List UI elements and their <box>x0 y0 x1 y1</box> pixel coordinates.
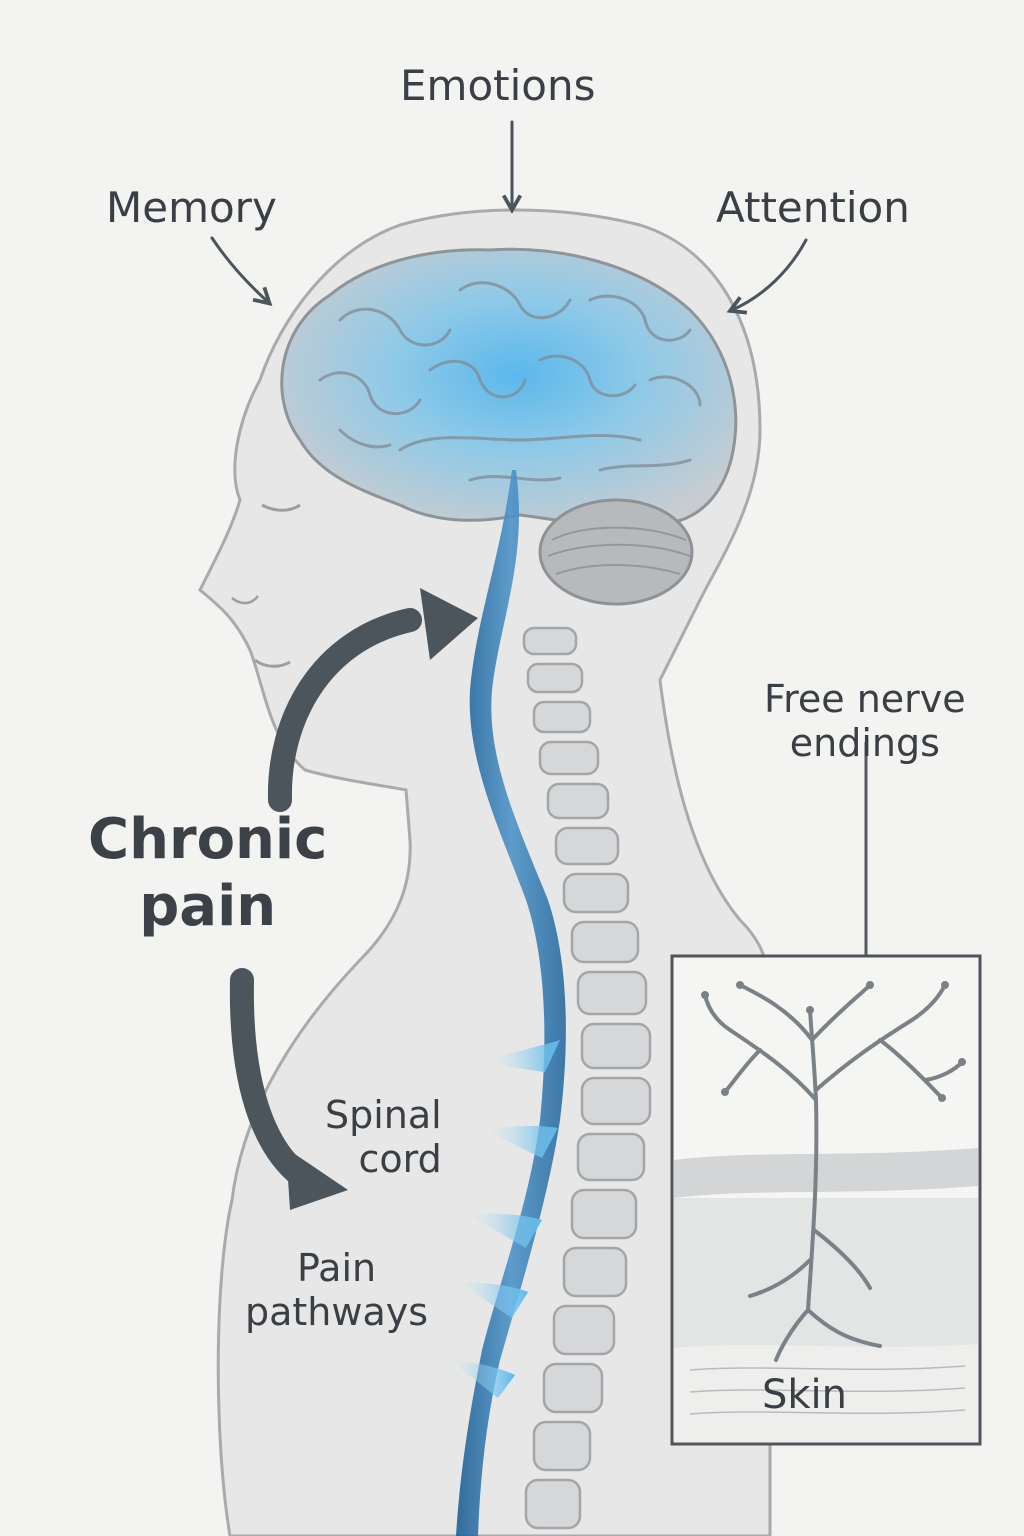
free-nerve-endings-line-2: endings <box>789 720 940 765</box>
attention-arrow <box>726 238 808 315</box>
spinal-cord-line-2: cord <box>358 1136 442 1181</box>
chronic-pain-label: Chronic pain <box>88 806 327 940</box>
pain-pathways-line-2: pathways <box>245 1289 429 1334</box>
skin-label: Skin <box>762 1372 848 1418</box>
cerebellum <box>538 498 694 606</box>
nerve-tree <box>703 983 964 1362</box>
face-nostril <box>231 595 259 605</box>
free-nerve-endings-line-1: Free nerve <box>764 677 966 721</box>
chronic-pain-line-2: pain <box>139 874 277 940</box>
chronic-pain-line-1: Chronic <box>88 807 328 872</box>
brain <box>280 247 738 528</box>
memory-label: Memory <box>106 183 277 232</box>
chronic-pain-downward-arrowhead <box>286 1148 348 1210</box>
skin-inset <box>670 954 982 1446</box>
spinal-cord-graphic <box>456 470 566 1536</box>
spinal-cord-label: Spinal cord <box>325 1093 442 1181</box>
attention-label: Attention <box>716 183 910 232</box>
chronic-pain-upward-arrow <box>267 608 422 812</box>
vertebrae <box>522 626 652 1530</box>
pain-pathways-line-1: Pain <box>296 1246 377 1290</box>
face-mouth <box>254 658 291 668</box>
nerve-terminals <box>701 981 966 1102</box>
spinal-cord-line-1: Spinal <box>325 1093 442 1137</box>
brain-folds <box>318 281 702 482</box>
emotions-label: Emotions <box>400 61 596 110</box>
input-arrows <box>210 120 808 315</box>
chronic-pain-upward-arrowhead <box>420 588 478 660</box>
free-nerve-endings-label: Free nerve endings <box>764 677 966 765</box>
memory-arrow <box>210 236 273 306</box>
cerebellum-folds <box>547 526 691 575</box>
pain-pathway-signals <box>450 1040 560 1398</box>
face-eye <box>261 503 301 512</box>
pain-pathways-label: Pain pathways <box>245 1246 429 1334</box>
